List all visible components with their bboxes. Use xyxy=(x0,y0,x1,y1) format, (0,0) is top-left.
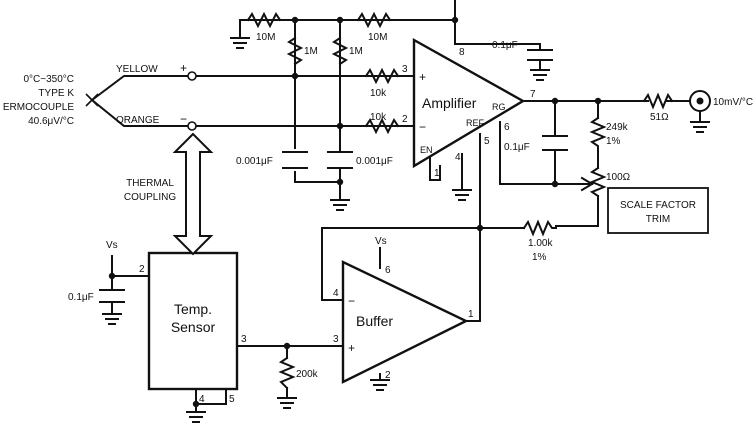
coupling-label-1: THERMAL xyxy=(126,178,174,189)
resistor-200k xyxy=(278,356,296,390)
temp-sensor-block: Temp. Sensor xyxy=(147,251,239,391)
pin-buf-3: 3 xyxy=(333,334,339,345)
pin-sensor-2: 2 xyxy=(139,264,145,275)
pin-buf-2: 2 xyxy=(385,370,391,381)
pin-amp-6: 6 xyxy=(504,122,510,133)
label-1k-tol: 1% xyxy=(532,252,547,263)
thermocouple-symbol: 0°C~350°C TYPE K ERMOCOUPLE 40.6μV/°C YE… xyxy=(3,61,197,131)
label-c01-rg: 0.1μF xyxy=(504,142,530,153)
label-249k-tol: 1% xyxy=(606,136,621,147)
thermocouple-sensitivity: 40.6μV/°C xyxy=(28,116,74,127)
ground-symbol xyxy=(370,379,390,391)
label-c01-supply: 0.1μF xyxy=(492,40,518,51)
sensor-label-2: Sensor xyxy=(171,319,216,335)
coupling-label-2: COUPLING xyxy=(124,192,176,203)
label-vs-buffer: Vs xyxy=(375,236,387,247)
label-1k: 1.00k xyxy=(528,238,553,249)
label-10m-left: 10M xyxy=(256,32,275,43)
resistors xyxy=(246,11,674,390)
sensor-label-1: Temp. xyxy=(174,301,212,317)
pin-buf-4: 4 xyxy=(333,288,339,299)
buffer-minus-sign: − xyxy=(348,294,355,308)
label-c01-sensor: 0.1μF xyxy=(68,292,94,303)
pin-amp-3: 3 xyxy=(402,64,408,75)
resistor-1m-a xyxy=(286,36,304,66)
resistor-10m-left xyxy=(246,11,282,29)
pin-numbers: 3 2 8 7 6 5 4 1 4 3 6 1 2 2 3 4 5 xyxy=(139,47,536,405)
buffer-plus-sign: + xyxy=(348,341,355,355)
input-minus-sign: − xyxy=(180,112,187,126)
pin-amp-1: 1 xyxy=(434,168,440,179)
ground-symbol xyxy=(330,199,350,211)
label-10k-neg: 10k xyxy=(370,112,387,123)
label-c001-b: 0.001μF xyxy=(356,156,393,167)
pin-sensor-3: 3 xyxy=(241,334,247,345)
input-plus-sign: + xyxy=(180,61,187,75)
amplifier-block: Amplifier + − RG REF EN xyxy=(412,37,526,169)
pin-sensor-5: 5 xyxy=(229,394,235,405)
ground-symbol xyxy=(277,397,297,409)
label-200k: 200k xyxy=(296,369,319,380)
ground-symbol xyxy=(690,121,710,133)
label-1m-a: 1M xyxy=(304,46,318,57)
label-249k: 249k xyxy=(606,122,629,133)
wire-label-yellow: YELLOW xyxy=(116,64,158,75)
thermocouple-type: TYPE K xyxy=(38,88,74,99)
trim-label-2: TRIM xyxy=(646,214,670,225)
amplifier-minus-sign: − xyxy=(419,120,426,134)
output-connector: 10mV/°C xyxy=(689,90,753,112)
thermocouple-range: 0°C~350°C xyxy=(23,74,74,85)
ground-symbol xyxy=(530,69,550,81)
ground-symbol xyxy=(230,37,250,49)
pin-buf-6: 6 xyxy=(385,265,391,276)
wire-label-orange: ORANGE xyxy=(116,115,160,126)
label-51ohm: 51Ω xyxy=(650,112,669,123)
amplifier-en-label: EN xyxy=(420,145,433,155)
output-label: 10mV/°C xyxy=(713,97,753,108)
pin-sensor-4: 4 xyxy=(199,394,205,405)
resistor-249k xyxy=(589,116,607,151)
buffer-label: Buffer xyxy=(356,313,393,329)
pin-amp-8: 8 xyxy=(459,47,465,58)
resistor-1m-b xyxy=(331,36,349,66)
trim-label-1: SCALE FACTOR xyxy=(620,200,696,211)
label-10m-right: 10M xyxy=(368,32,387,43)
amplifier-rg-label: RG xyxy=(492,102,506,112)
resistor-100ohm xyxy=(589,166,607,198)
label-vs-sensor: Vs xyxy=(106,240,118,251)
label-100ohm: 100Ω xyxy=(606,172,631,183)
pin-amp-7: 7 xyxy=(530,89,536,100)
capacitors xyxy=(99,49,568,303)
ground-symbol xyxy=(452,189,472,201)
thermal-coupling-arrow: THERMAL COUPLING xyxy=(124,132,214,256)
scale-factor-trim-box: SCALE FACTOR TRIM xyxy=(607,187,709,234)
ground-symbol xyxy=(186,411,206,423)
resistor-10k-pos xyxy=(364,67,400,85)
buffer-block: Buffer − + xyxy=(341,260,469,384)
amplifier-ref-label: REF xyxy=(466,118,485,128)
resistor-1k xyxy=(522,219,557,237)
resistor-51ohm xyxy=(642,92,674,110)
pin-amp-4: 4 xyxy=(455,152,461,163)
label-1m-b: 1M xyxy=(349,46,363,57)
resistor-10m-right xyxy=(356,11,392,29)
grounds xyxy=(102,37,710,423)
amplifier-plus-sign: + xyxy=(419,70,426,84)
ground-symbol xyxy=(102,313,122,325)
pin-amp-5: 5 xyxy=(484,136,490,147)
component-labels: 10M 10M 1M 1M 10k 10k 0.001μF 0.001μF 0.… xyxy=(68,32,669,380)
thermocouple-name: ERMOCOUPLE xyxy=(3,102,74,113)
pin-amp-2: 2 xyxy=(402,114,408,125)
label-10k-pos: 10k xyxy=(370,88,387,99)
amplifier-label: Amplifier xyxy=(422,95,477,111)
pin-buf-1: 1 xyxy=(468,309,474,320)
junction-dots xyxy=(108,16,602,408)
label-c001-a: 0.001μF xyxy=(236,156,273,167)
resistor-10k-neg xyxy=(364,117,400,135)
pot-wiper-arrow xyxy=(580,176,594,192)
